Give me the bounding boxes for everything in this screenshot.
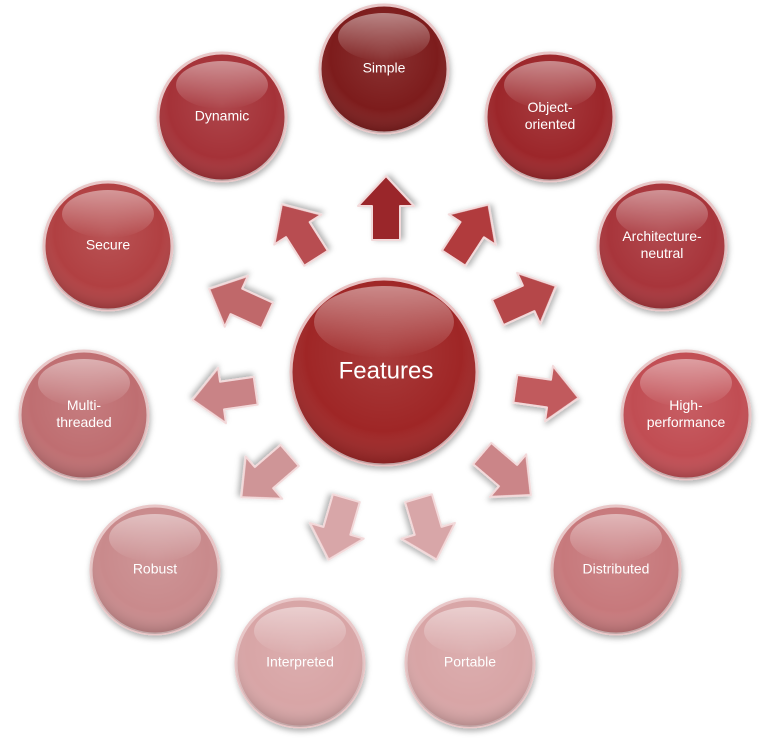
arrows-layer [191,175,580,561]
arrow-interpreted [308,493,365,561]
center-label: Features [339,357,434,384]
feature-node-distributed: Distributed [550,504,682,636]
arrow-object-oriented [440,203,497,267]
feature-label: performance [647,414,726,430]
arrow-dynamic [273,203,329,267]
feature-label: Simple [363,60,406,76]
feature-label: Portable [444,654,496,670]
feature-node-architecture-neutral: Architecture-neutral [596,180,728,312]
arrow-multi-threaded [191,366,259,425]
feature-label: Distributed [583,561,650,577]
feature-node-portable: Portable [404,597,536,729]
feature-label: High- [669,397,703,413]
feature-label: Multi- [67,397,102,413]
feature-node-interpreted: Interpreted [234,597,366,729]
arrow-high-performance [512,364,580,423]
nodes-layer: SimpleObject-orientedArchitecture-neutra… [18,3,752,729]
feature-label: Object- [527,99,572,115]
feature-label: Robust [133,561,177,577]
feature-node-object-oriented: Object-oriented [484,51,616,183]
feature-label: Secure [86,237,131,253]
feature-label: Architecture- [622,228,702,244]
feature-label: Dynamic [195,108,249,124]
arrow-architecture-neutral [490,271,557,327]
feature-label: threaded [56,414,111,430]
feature-node-robust: Robust [89,504,221,636]
arrow-distributed [472,441,532,498]
feature-label: Interpreted [266,654,334,670]
arrow-portable [400,493,456,561]
center-node: Features [289,277,479,467]
feature-node-high-performance: High-performance [620,349,752,481]
arrow-robust [240,443,300,500]
feature-label: oriented [525,116,576,132]
arrow-secure [208,274,275,330]
feature-node-multi-threaded: Multi-threaded [18,349,150,481]
feature-label: neutral [641,245,684,261]
feature-node-dynamic: Dynamic [156,51,288,183]
arrow-simple [357,175,415,241]
feature-node-secure: Secure [42,180,174,312]
feature-node-simple: Simple [318,3,450,135]
